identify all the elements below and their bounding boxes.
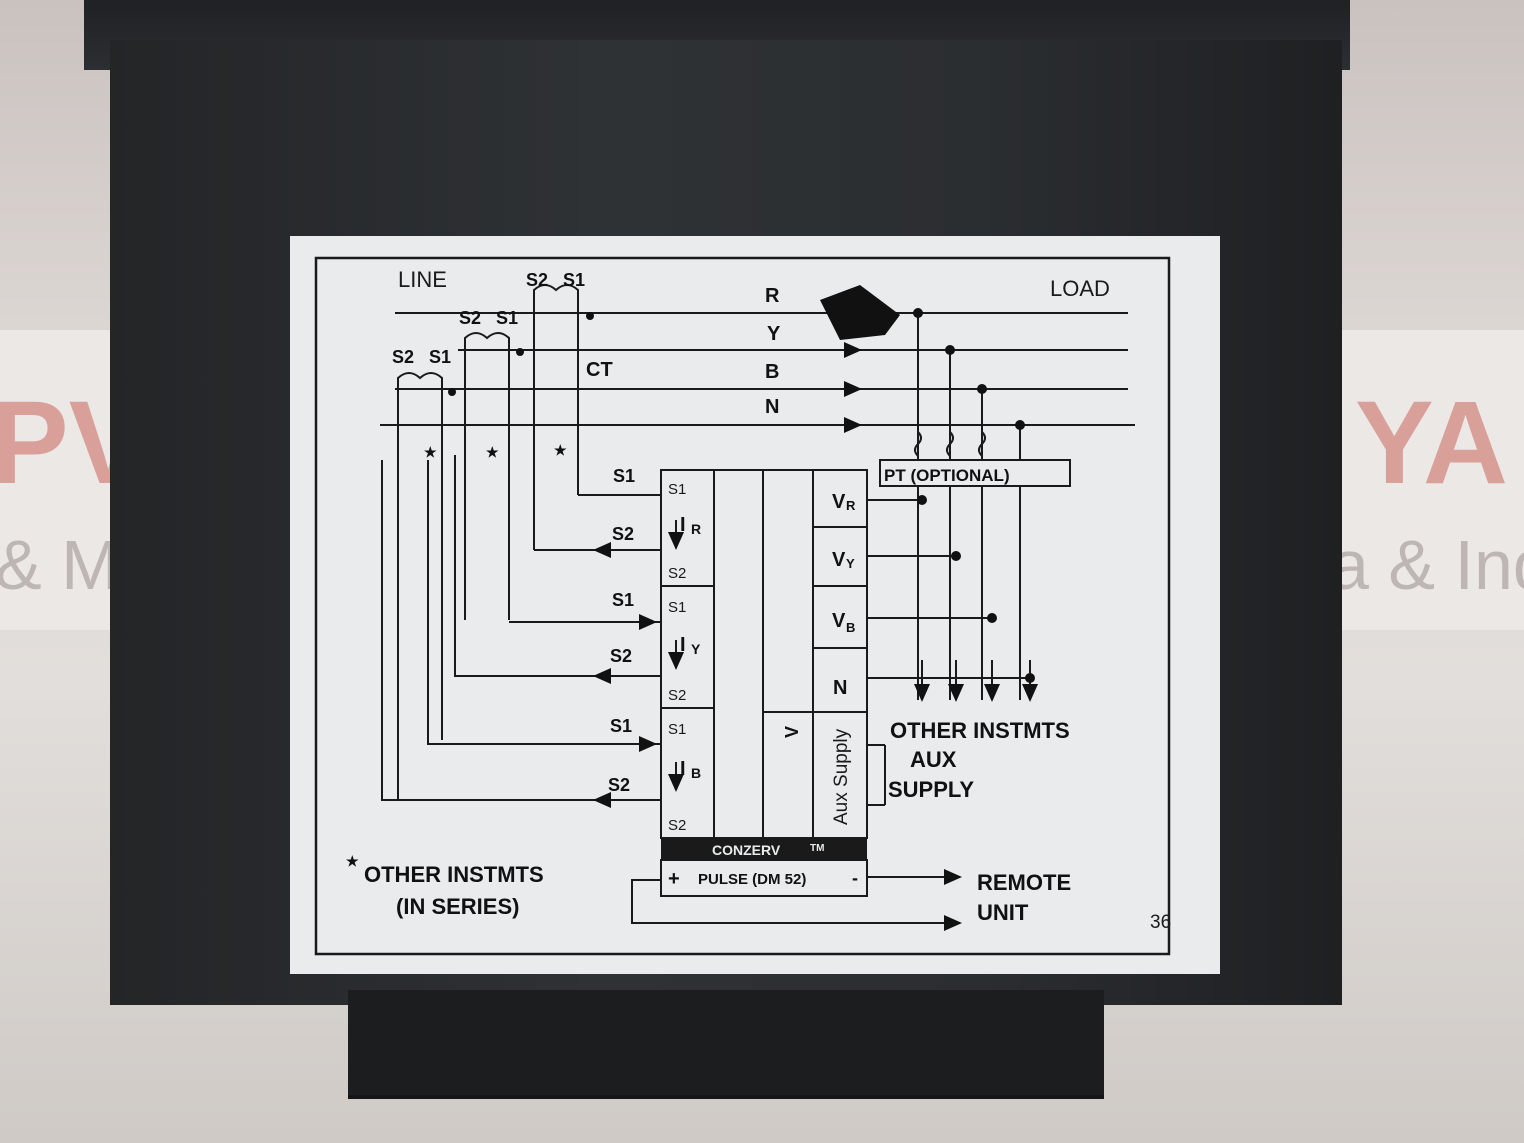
vr-name: V (832, 491, 846, 513)
remote-label: REMOTE (977, 870, 1071, 895)
star-legend: ★ (346, 853, 359, 869)
phase-r: R (765, 285, 780, 307)
ct-r-s2: S2 (526, 270, 548, 290)
star-y: ★ (486, 444, 499, 460)
brand-tm: TM (810, 843, 824, 854)
vy-sub: Y (846, 556, 855, 571)
ir-top-s1: S1 (668, 481, 686, 498)
brand-name: CONZERV (712, 842, 781, 858)
ib-name: I (680, 758, 686, 780)
banner-subtext-left: & M (0, 526, 120, 604)
vb-sub: B (846, 620, 855, 635)
iy-sub: Y (691, 641, 701, 657)
star-b: ★ (554, 442, 567, 458)
terminal-s2-y: S2 (610, 646, 632, 666)
neutral-terminal: N (833, 677, 847, 699)
phase-y: Y (767, 323, 781, 345)
ib-top-s1: S1 (668, 721, 686, 738)
iy-name: I (680, 634, 686, 656)
terminal-s1-y: S1 (612, 590, 634, 610)
page-number: 36 (1150, 912, 1171, 933)
pulse-plus: + (668, 868, 680, 890)
pulse-minus: - (852, 868, 858, 888)
device-connector-block (348, 990, 1104, 1099)
vy-name: V (832, 549, 846, 571)
pt-optional-label: PT (OPTIONAL) (884, 466, 1010, 485)
other-instruments-aux: OTHER INSTMTS (890, 718, 1070, 743)
ct-y-s1: S1 (496, 308, 518, 328)
aux-label: AUX (910, 747, 957, 772)
load-label: LOAD (1050, 276, 1110, 301)
unit-label: UNIT (977, 900, 1029, 925)
ct-b-s2: S2 (392, 347, 414, 367)
ct-label: CT (586, 359, 613, 381)
ir-bottom-s2: S2 (668, 565, 686, 582)
ir-sub: R (691, 521, 701, 537)
line-label: LINE (398, 267, 447, 292)
aux-supply-vertical: Aux Supply (831, 728, 852, 825)
v-symbol: V (782, 726, 802, 738)
ct-y-s2: S2 (459, 308, 481, 328)
ir-name: I (680, 514, 686, 536)
phase-b: B (765, 361, 779, 383)
terminal-s1-b: S1 (610, 716, 632, 736)
pulse-label: PULSE (DM 52) (698, 871, 806, 888)
banner-subtext-right: a & Ind (1330, 526, 1524, 604)
ib-bottom-s2: S2 (668, 817, 686, 834)
iy-bottom-s2: S2 (668, 687, 686, 704)
terminal-s1-r: S1 (613, 466, 635, 486)
vb-name: V (832, 610, 846, 632)
ct-b-s1: S1 (429, 347, 451, 367)
terminal-s2-r: S2 (612, 524, 634, 544)
in-series-label: (IN SERIES) (396, 894, 519, 919)
supply-label: SUPPLY (888, 777, 974, 802)
brand-bar (661, 838, 867, 860)
vr-sub: R (846, 498, 856, 513)
iy-top-s1: S1 (668, 599, 686, 616)
star-r: ★ (424, 444, 437, 460)
torn-sticker-patch (820, 285, 900, 340)
ib-sub: B (691, 765, 701, 781)
other-instruments-series: OTHER INSTMTS (364, 862, 544, 887)
ct-r-s1: S1 (563, 270, 585, 290)
terminal-s2-b: S2 (608, 775, 630, 795)
phase-n: N (765, 396, 779, 418)
banner-text-right: YA M (1355, 377, 1524, 509)
